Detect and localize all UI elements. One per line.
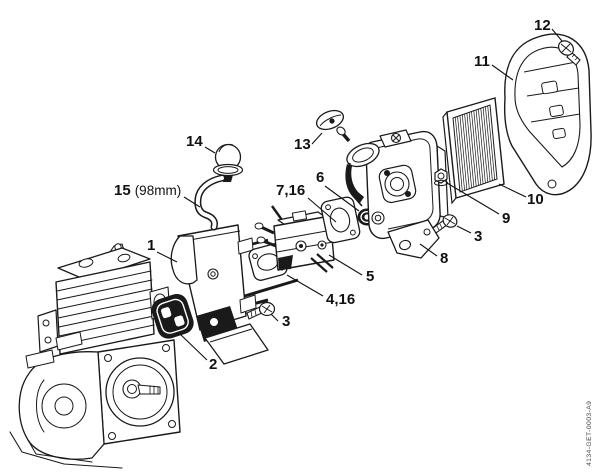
callout-15-length-note: (98mm) bbox=[135, 183, 182, 198]
choke-knob-part-13 bbox=[315, 109, 351, 143]
callout-3-right: 3 bbox=[474, 228, 482, 245]
fuel-hose-part-15 bbox=[194, 174, 226, 231]
callout-4-16: 4,16 bbox=[326, 291, 355, 308]
callout-5: 5 bbox=[366, 268, 374, 285]
callout-leader-lines bbox=[156, 28, 563, 361]
filter-housing-drawing bbox=[345, 129, 449, 259]
screw-part-3-left bbox=[246, 301, 276, 320]
callout-10: 10 bbox=[527, 191, 544, 208]
callout-13: 13 bbox=[294, 136, 311, 153]
callout-15: 15 (98mm) bbox=[114, 182, 181, 199]
engine-assembly-drawing bbox=[9, 243, 181, 469]
callout-6: 6 bbox=[316, 169, 324, 186]
callout-15-number: 15 bbox=[114, 182, 131, 199]
callout-12: 12 bbox=[534, 17, 551, 34]
callout-7-16: 7,16 bbox=[276, 182, 305, 199]
callout-3-left: 3 bbox=[282, 313, 290, 330]
document-code: 4134-GET-0003-A9 bbox=[586, 401, 593, 466]
callout-8: 8 bbox=[440, 250, 448, 267]
callout-11: 11 bbox=[474, 53, 490, 70]
filter-cover-part-11 bbox=[503, 33, 592, 196]
screw-part-12 bbox=[557, 40, 581, 66]
grommet-part-2 bbox=[151, 293, 194, 339]
callout-14: 14 bbox=[186, 133, 203, 150]
nut-part-9 bbox=[434, 168, 448, 187]
gasket-part-7-16 bbox=[320, 196, 361, 244]
callout-1: 1 bbox=[147, 237, 155, 254]
callout-9: 9 bbox=[502, 210, 510, 227]
carburetor-part-5 bbox=[254, 205, 335, 273]
air-filter-part-10 bbox=[442, 97, 505, 205]
callout-labels: 1 2 3 4,16 5 6 7,16 8 9 10 11 12 13 14 1… bbox=[114, 17, 551, 373]
screw-part-3-right bbox=[432, 214, 458, 234]
bracket-part-1 bbox=[170, 224, 269, 365]
callout-2: 2 bbox=[209, 356, 217, 373]
